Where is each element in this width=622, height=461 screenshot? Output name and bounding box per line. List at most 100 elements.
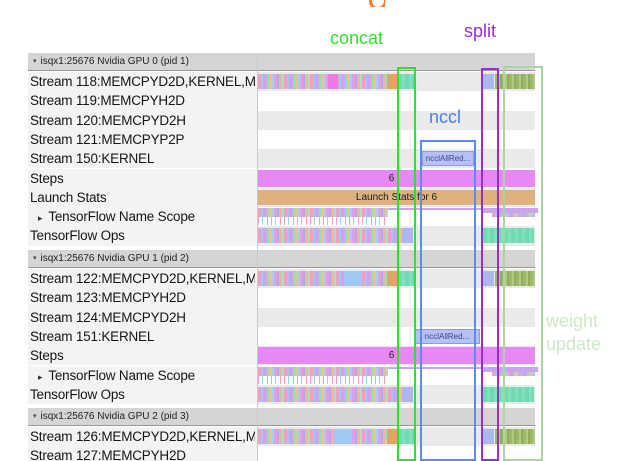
- row-track-background: [258, 307, 535, 327]
- concat-annotation-box: [397, 67, 416, 461]
- gpu-section-header[interactable]: ▾isqx1:25676 Nvidia GPU 2 (pid 3): [28, 408, 535, 426]
- row-label: TensorFlow Ops: [30, 387, 255, 402]
- split-event[interactable]: [482, 271, 494, 286]
- row-label-background: [28, 346, 257, 366]
- row-label-text: TensorFlow Ops: [30, 228, 125, 244]
- kernel-events-bar[interactable]: [258, 74, 387, 89]
- row-label: Stream 151:KERNEL: [30, 329, 255, 344]
- weight-update-events[interactable]: [495, 429, 535, 444]
- concat-label: concat: [330, 28, 384, 48]
- kernel-events-bar[interactable]: [258, 429, 387, 444]
- timeline-row: Stream 120:MEMCPYD2H: [0, 110, 622, 130]
- row-label-background: [28, 226, 257, 246]
- tf-ops-concat-event[interactable]: [402, 386, 413, 402]
- tf-ops-weight-update-events[interactable]: [483, 386, 534, 402]
- split-event[interactable]: [482, 74, 494, 89]
- timeline-row: ▸ TensorFlow Name Scope: [0, 207, 622, 227]
- memcpy-event[interactable]: [387, 74, 398, 89]
- steps-bar[interactable]: 6: [258, 347, 535, 365]
- highlight-event[interactable]: [328, 74, 338, 89]
- timeline-row: Stream 121:MEMCPYP2P: [0, 129, 622, 150]
- row-label-text: Stream 123:MEMCPYH2D: [30, 290, 186, 306]
- timeline-row: Launch Stats Launch Stats for 6: [0, 187, 622, 208]
- concat-event[interactable]: [398, 271, 416, 286]
- row-label: Stream 126:MEMCPYD2D,KERNEL,MI: [30, 429, 255, 444]
- row-label-background: [28, 288, 257, 308]
- gpu-section-header[interactable]: ▾isqx1:25676 Nvidia GPU 1 (pid 2): [28, 250, 535, 268]
- timeline-row: TensorFlow Ops: [0, 226, 622, 246]
- memcpy-event[interactable]: [387, 429, 398, 444]
- row-label-text: TensorFlow Name Scope: [48, 209, 195, 225]
- row-label-background: [28, 129, 257, 150]
- expand-arrow-icon[interactable]: ▸: [38, 213, 43, 224]
- panel-divider: [257, 53, 258, 461]
- row-label-text: Stream 118:MEMCPYD2D,KERNEL,ME: [30, 74, 255, 89]
- row-label: Stream 122:MEMCPYD2D,KERNEL,MI: [30, 271, 255, 286]
- row-track-background: [258, 446, 535, 461]
- collapse-triangle-icon[interactable]: ▾: [33, 58, 37, 65]
- row-label: Stream 127:MEMCPYH2D: [30, 448, 255, 461]
- gpu-section-header[interactable]: ▾isqx1:25676 Nvidia GPU 0 (pid 1): [28, 53, 535, 71]
- collapse-triangle-icon[interactable]: ▾: [33, 413, 37, 420]
- row-label-background: [28, 207, 257, 227]
- kernel-events-bar[interactable]: [258, 271, 387, 286]
- namescope-events[interactable]: [258, 366, 388, 376]
- weight-update-events[interactable]: [495, 74, 535, 89]
- steps-bar[interactable]: 6: [258, 169, 535, 187]
- row-label-background: [28, 427, 257, 447]
- timeline-row: Stream 119:MEMCPYH2D: [0, 91, 622, 111]
- timeline-row: Stream 127:MEMCPYH2D: [0, 446, 622, 461]
- collapse-triangle-icon[interactable]: ▾: [33, 255, 37, 262]
- nccl-allreduce-bar[interactable]: ncclAllRed...: [422, 151, 474, 167]
- gpu-section-title: isqx1:25676 Nvidia GPU 0 (pid 1): [40, 56, 189, 67]
- row-label-background: [28, 149, 257, 169]
- highlight-event[interactable]: [334, 429, 352, 444]
- highlight-event[interactable]: [344, 271, 362, 286]
- namescope-right-bar[interactable]: [483, 208, 538, 214]
- row-label: TensorFlow Ops: [30, 228, 255, 243]
- namescope-events[interactable]: [258, 208, 388, 218]
- row-label-background: [28, 168, 257, 188]
- row-label-background: [28, 269, 257, 289]
- row-label-text: Launch Stats: [30, 189, 107, 205]
- timeline-row: Stream 126:MEMCPYD2D,KERNEL,MI: [0, 427, 622, 447]
- concat-event[interactable]: [398, 74, 416, 89]
- tf-ops-events[interactable]: [258, 386, 402, 402]
- row-label-background: [28, 307, 257, 327]
- tf-ops-events[interactable]: [258, 228, 402, 244]
- tf-ops-concat-event[interactable]: [402, 228, 413, 244]
- memcpy-event[interactable]: [387, 271, 398, 286]
- weight-update-line1: weight: [546, 311, 599, 331]
- timeline-row: TensorFlow Ops: [0, 384, 622, 405]
- timeline-row: Stream 123:MEMCPYH2D: [0, 288, 622, 308]
- weight-update-events[interactable]: [495, 271, 535, 286]
- launch-stats-bar[interactable]: Launch Stats for 6: [258, 189, 535, 205]
- row-label-text: Stream 119:MEMCPYH2D: [30, 93, 185, 109]
- row-label: Stream 123:MEMCPYH2D: [30, 290, 255, 305]
- row-label: Stream 119:MEMCPYH2D: [30, 93, 255, 108]
- concat-event[interactable]: [398, 429, 416, 444]
- row-track-background: [258, 288, 535, 308]
- timeline-row: Stream 118:MEMCPYD2D,KERNEL,ME: [0, 72, 622, 92]
- timeline-row: Stream 124:MEMCPYD2H: [0, 307, 622, 327]
- timeline-row: Stream 122:MEMCPYD2D,KERNEL,MI: [0, 269, 622, 289]
- row-label: Stream 120:MEMCPYD2H: [30, 113, 255, 128]
- split-event[interactable]: [482, 429, 494, 444]
- expand-arrow-icon[interactable]: ▸: [38, 371, 43, 382]
- namescope-drips[interactable]: [258, 217, 388, 226]
- namescope-drips[interactable]: [258, 375, 388, 384]
- row-label-text: Stream 122:MEMCPYD2D,KERNEL,MI: [30, 271, 255, 286]
- row-label: ▸ TensorFlow Name Scope: [38, 368, 255, 383]
- nccl-annotation-box: [420, 140, 476, 461]
- nccl-label: nccl: [429, 107, 462, 127]
- split-annotation-box: [481, 68, 499, 461]
- orange-arc: [369, 0, 385, 7]
- row-label-text: TensorFlow Name Scope: [48, 367, 195, 383]
- tf-ops-weight-update-events[interactable]: [483, 228, 534, 244]
- row-label-background: [28, 187, 257, 208]
- row-label-text: Stream 120:MEMCPYD2H: [30, 112, 186, 128]
- namescope-right-events[interactable]: [492, 213, 535, 218]
- namescope-right-bar[interactable]: [483, 366, 538, 372]
- namescope-right-events[interactable]: [492, 371, 535, 376]
